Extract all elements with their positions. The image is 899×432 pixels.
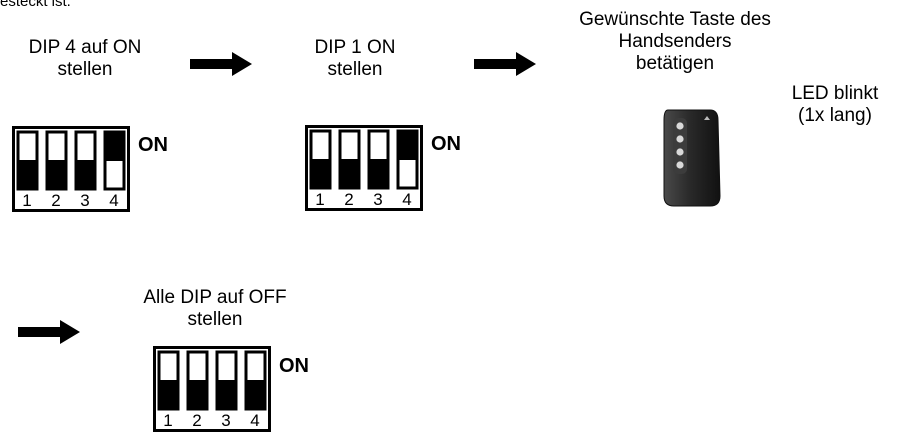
led-line-1: LED blinkt — [791, 83, 879, 104]
dip-switch-3: 1 2 3 4 — [153, 346, 271, 432]
switch-1-number-3: 3 — [80, 191, 89, 210]
switch-1-number-4: 4 — [109, 191, 118, 210]
led-line-2: (1x lang) — [798, 105, 872, 126]
step-3-label: Gewünschte Taste des Handsenders betätig… — [555, 9, 795, 75]
arrow-right-icon — [18, 320, 80, 344]
step-1-label: DIP 4 auf ON stellen — [0, 37, 170, 81]
remote-control-icon — [663, 109, 721, 207]
dip-switch-3-slots — [157, 350, 267, 411]
dip-switch-1-slots — [16, 130, 126, 191]
step-4-line-2: stellen — [187, 309, 243, 330]
dip3-lever-4 — [246, 380, 265, 409]
on-label-3: ON — [279, 355, 309, 377]
dip-switch-1: 1 2 3 4 — [12, 126, 130, 212]
step-1-line-1: DIP 4 auf ON — [28, 37, 142, 58]
dip2-lever-4 — [398, 131, 417, 160]
on-label-1: ON — [138, 134, 168, 156]
arrow-right-icon — [474, 52, 536, 76]
dip3-lever-2 — [188, 380, 207, 409]
switch-2-number-1: 1 — [315, 190, 324, 209]
step-4-line-1: Alle DIP auf OFF — [143, 287, 287, 308]
dip3-lever-3 — [217, 380, 236, 409]
switch-2-number-2: 2 — [344, 190, 353, 209]
step-2-line-2: stellen — [327, 59, 383, 80]
switch-1-number-1: 1 — [22, 191, 31, 210]
step-1-line-2: stellen — [57, 59, 113, 80]
switch-3-number-3: 3 — [221, 411, 230, 430]
switch-2-number-3: 3 — [373, 190, 382, 209]
step-4-label: Alle DIP auf OFF stellen — [110, 287, 320, 331]
switch-1-number-2: 2 — [51, 191, 60, 210]
led-status-text: LED blinkt (1x lang) — [770, 83, 899, 127]
step-2-label: DIP 1 ON stellen — [280, 37, 430, 81]
on-label-2: ON — [431, 133, 461, 155]
switch-2-number-4: 4 — [402, 190, 411, 209]
switch-3-number-2: 2 — [192, 411, 201, 430]
dip2-lever-3 — [369, 159, 388, 188]
dip1-lever-3 — [76, 160, 95, 189]
step-2-line-1: DIP 1 ON — [314, 37, 396, 58]
dip3-lever-1 — [159, 380, 178, 409]
step-3-line-1: Gewünschte Taste des — [579, 9, 771, 30]
dip1-lever-2 — [47, 160, 66, 189]
step-3-line-2: Handsenders — [618, 31, 732, 52]
header-fragment: esteckt ist. — [0, 0, 71, 10]
dip1-lever-4 — [105, 132, 124, 161]
dip-switch-2: 1 2 3 4 — [305, 125, 423, 211]
step-3-line-3: betätigen — [635, 53, 715, 74]
arrow-right-icon — [190, 52, 252, 76]
switch-3-number-1: 1 — [163, 411, 172, 430]
dip1-lever-1 — [18, 160, 37, 189]
dip2-lever-1 — [311, 159, 330, 188]
dip2-lever-2 — [340, 159, 359, 188]
dip-switch-2-slots — [309, 129, 419, 190]
switch-3-number-4: 4 — [250, 411, 259, 430]
